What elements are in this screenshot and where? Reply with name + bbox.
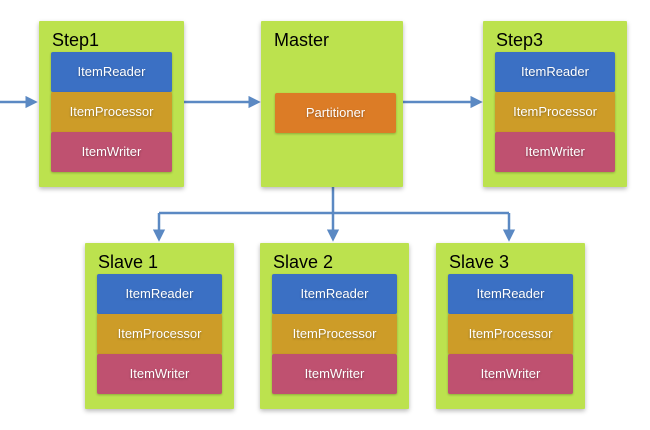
- node-step3-title: Step3: [496, 30, 544, 50]
- node-step3: Step3 ItemReader ItemProcessor ItemWrite…: [483, 21, 627, 187]
- node-slave2: Slave 2 ItemReader ItemProcessor ItemWri…: [260, 243, 409, 409]
- itemwriter-box: ItemWriter: [51, 132, 172, 172]
- node-slave2-title: Slave 2: [273, 252, 334, 272]
- node-slave2-components: ItemReader ItemProcessor ItemWriter: [272, 274, 397, 394]
- node-step1-title: Step1: [52, 30, 100, 50]
- itemreader-box: ItemReader: [272, 274, 397, 314]
- itemreader-box: ItemReader: [495, 52, 615, 92]
- itemprocessor-box: ItemProcessor: [272, 314, 397, 354]
- node-slave3: Slave 3 ItemReader ItemProcessor ItemWri…: [436, 243, 585, 409]
- itemreader-box: ItemReader: [97, 274, 222, 314]
- node-step1: Step1 ItemReader ItemProcessor ItemWrite…: [39, 21, 184, 187]
- node-master-title: Master: [274, 30, 330, 50]
- itemreader-box: ItemReader: [51, 52, 172, 92]
- node-slave3-components: ItemReader ItemProcessor ItemWriter: [448, 274, 573, 394]
- node-slave1-components: ItemReader ItemProcessor ItemWriter: [97, 274, 222, 394]
- node-master-components: Partitioner: [275, 93, 396, 133]
- node-master: Master Partitioner: [261, 21, 403, 187]
- itemprocessor-box: ItemProcessor: [495, 92, 615, 132]
- itemprocessor-box: ItemProcessor: [97, 314, 222, 354]
- itemwriter-box: ItemWriter: [272, 354, 397, 394]
- node-step3-components: ItemReader ItemProcessor ItemWriter: [495, 52, 615, 172]
- itemreader-box: ItemReader: [448, 274, 573, 314]
- node-slave1: Slave 1 ItemReader ItemProcessor ItemWri…: [85, 243, 234, 409]
- itemprocessor-box: ItemProcessor: [51, 92, 172, 132]
- node-step1-components: ItemReader ItemProcessor ItemWriter: [51, 52, 172, 172]
- partitioner-box: Partitioner: [275, 93, 396, 133]
- itemwriter-box: ItemWriter: [97, 354, 222, 394]
- itemprocessor-box: ItemProcessor: [448, 314, 573, 354]
- node-slave1-title: Slave 1: [98, 252, 159, 272]
- itemwriter-box: ItemWriter: [448, 354, 573, 394]
- node-slave3-title: Slave 3: [449, 252, 510, 272]
- itemwriter-box: ItemWriter: [495, 132, 615, 172]
